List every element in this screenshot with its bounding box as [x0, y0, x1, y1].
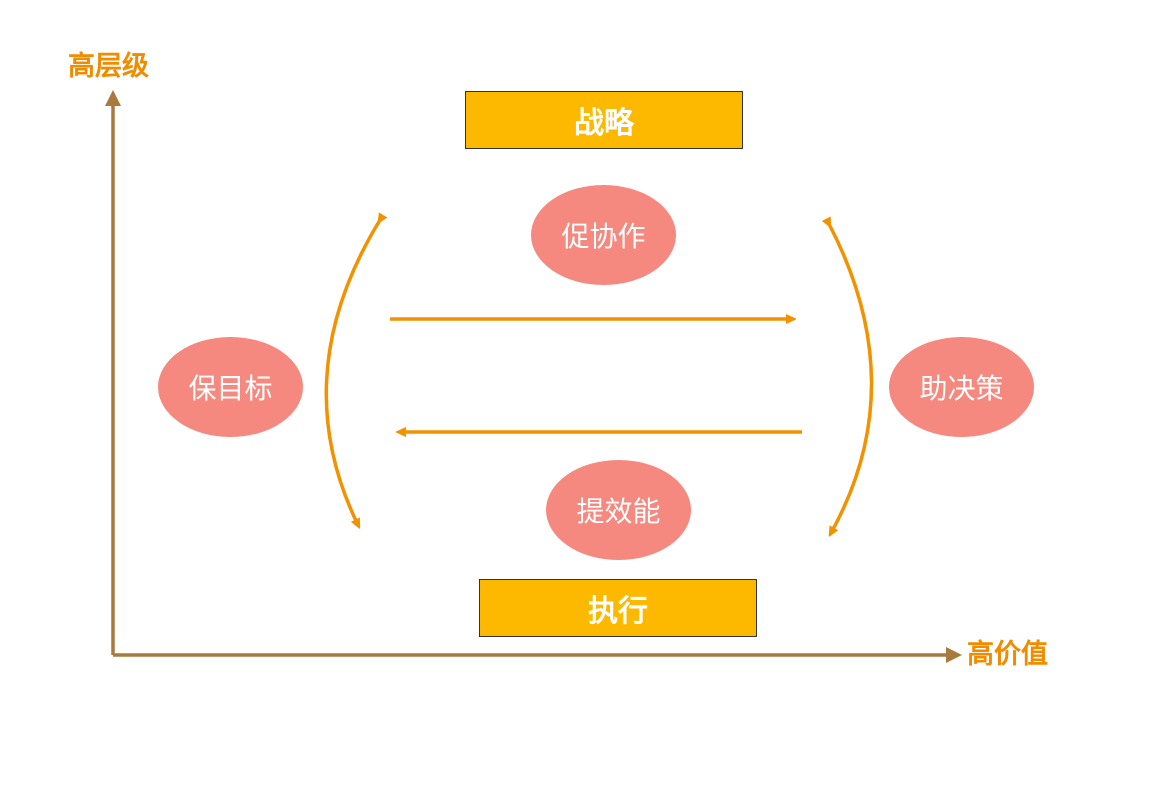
ellipse-goals: 保目标	[158, 337, 303, 437]
y-axis-label: 高层级	[68, 51, 149, 82]
strategy-box: 战略	[465, 91, 743, 149]
x-axis-label: 高价值	[967, 639, 1048, 670]
ellipse-goals-label: 保目标	[188, 372, 273, 405]
ellipse-decision: 助决策	[889, 337, 1034, 437]
ellipse-efficiency: 提效能	[546, 460, 691, 560]
ellipse-collaboration: 促协作	[531, 185, 676, 285]
ellipse-decision-label: 助决策	[919, 372, 1004, 405]
execution-box: 执行	[479, 579, 757, 637]
ellipse-collaboration-label: 促协作	[561, 220, 646, 253]
curve-arrow-right	[829, 224, 874, 533]
execution-box-label: 执行	[588, 594, 648, 629]
strategy-box-label: 战略	[574, 106, 634, 141]
curve-arrow-left	[324, 220, 380, 525]
ellipse-efficiency-label: 提效能	[576, 495, 661, 528]
